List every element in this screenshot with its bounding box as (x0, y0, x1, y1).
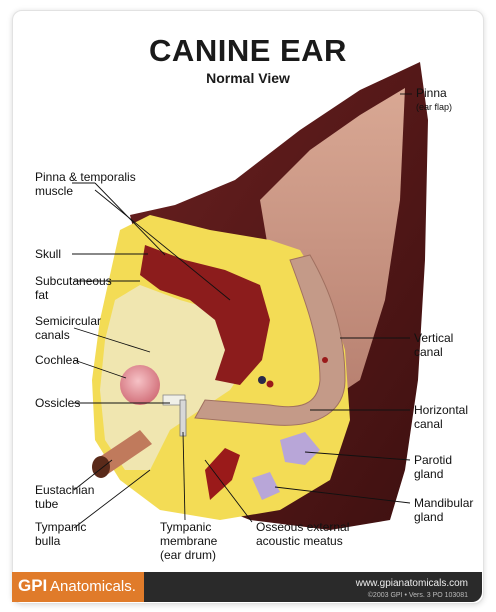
copyright-text: ©2003 GPI • Vers. 3 PO 103081 (367, 592, 468, 599)
label-eustachian-tube: Eustachian tube (35, 483, 95, 511)
temporalis-muscle (140, 245, 270, 385)
ear-canal (194, 254, 346, 426)
label-skull: Skull (35, 247, 62, 261)
bone-region (100, 285, 250, 470)
mandibular-gland (252, 472, 280, 500)
brand-logo: GPI Anatomicals. (12, 572, 144, 602)
label-pinna: Pinna (ear flap) (416, 86, 453, 112)
page-subtitle: Normal View (206, 70, 290, 86)
tympanic-membrane-shape (179, 399, 187, 437)
footer-bar: GPI Anatomicals. www.gpianatomicals.com … (12, 572, 482, 602)
label-parotid-gland: Parotid gland (414, 453, 453, 481)
cochlea-shape (120, 365, 160, 405)
label-osseous-meatus: Osseous external acoustic meatus (256, 520, 350, 548)
label-subcutaneous-fat: Subcutaneous fat (35, 274, 112, 302)
vessel (205, 448, 240, 500)
label-tympanic-bulla: Tympanic bulla (35, 520, 87, 548)
brand-logo-bold: GPI (18, 576, 48, 595)
page-title: CANINE EAR (149, 33, 347, 68)
label-vertical-canal: Vertical canal (414, 331, 454, 359)
label-cochlea: Cochlea (35, 353, 80, 367)
label-pinna-temporalis: Pinna & temporalis muscle (35, 170, 136, 198)
label-horizontal-canal: Horizontal canal (414, 403, 469, 431)
leader-lines (72, 93, 412, 529)
website-url: www.gpianatomicals.com (355, 578, 468, 589)
label-mandibular-gland: Mandibular gland (414, 496, 474, 524)
parotid-gland (280, 432, 320, 465)
label-tympanic-membrane: Tympanic membrane (ear drum) (160, 520, 218, 562)
label-ossicles: Ossicles (35, 396, 81, 410)
label-semicircular-canals: Semicircular canals (35, 314, 102, 342)
brand-logo-text: Anatomicals. (50, 578, 136, 595)
